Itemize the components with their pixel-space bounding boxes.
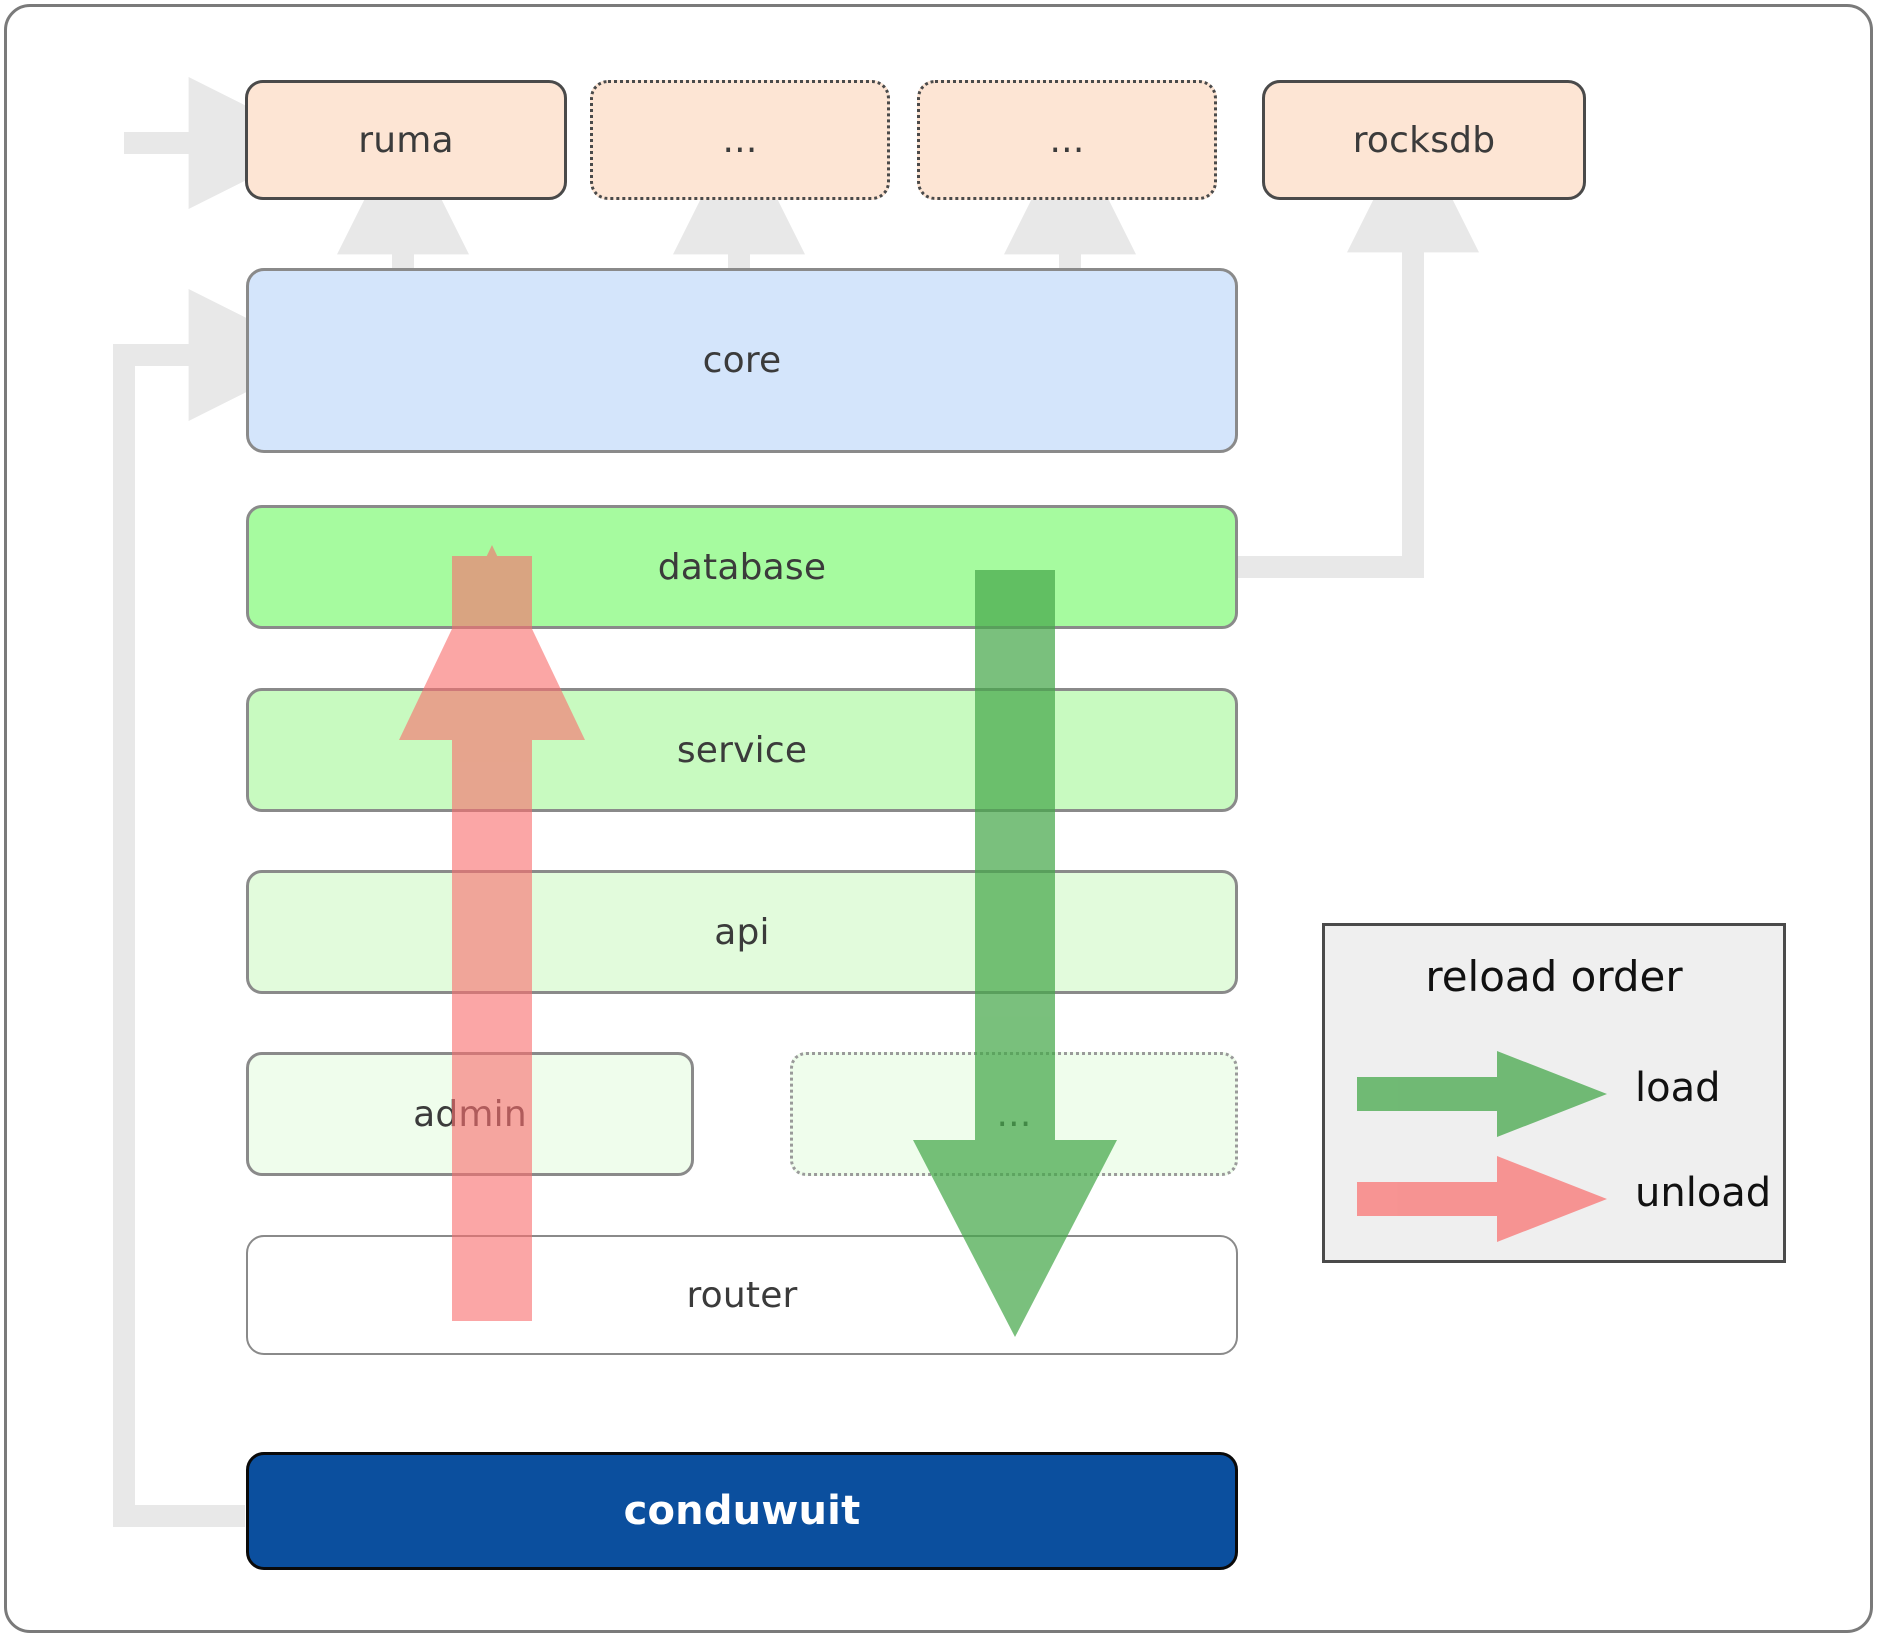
stack-label: admin bbox=[413, 1093, 527, 1135]
brand-box-conduwuit[interactable]: conduwuit bbox=[246, 1452, 1238, 1570]
stack-label: router bbox=[686, 1274, 798, 1316]
dependency-label: ruma bbox=[358, 119, 454, 161]
legend-panel: reload order load bbox=[1322, 923, 1786, 1263]
stack-label: ... bbox=[996, 1093, 1032, 1135]
dependency-box-ellipsis-2[interactable]: ... bbox=[917, 80, 1217, 200]
legend-row-unload: unload bbox=[1325, 1156, 1783, 1242]
stack-box-admin[interactable]: admin bbox=[246, 1052, 694, 1176]
stack-box-api[interactable]: api bbox=[246, 870, 1238, 994]
stack-box-router[interactable]: router bbox=[246, 1235, 1238, 1355]
legend-label-unload: unload bbox=[1635, 1170, 1772, 1216]
legend-unload-arrow bbox=[1357, 1156, 1617, 1242]
stack-box-core[interactable]: core bbox=[246, 268, 1238, 453]
dependency-label: rocksdb bbox=[1352, 119, 1496, 161]
diagram-frame bbox=[4, 4, 1873, 1633]
stack-label: database bbox=[657, 546, 827, 588]
stack-label: api bbox=[714, 911, 770, 953]
legend-label-load: load bbox=[1635, 1065, 1721, 1111]
dependency-label: ... bbox=[722, 119, 758, 161]
stack-box-crate-ellipsis[interactable]: ... bbox=[790, 1052, 1238, 1176]
dependency-box-rocksdb[interactable]: rocksdb bbox=[1262, 80, 1586, 200]
brand-label: conduwuit bbox=[623, 1488, 861, 1534]
stack-label: service bbox=[676, 729, 808, 771]
stack-label: core bbox=[702, 340, 782, 381]
legend-title: reload order bbox=[1425, 952, 1683, 1001]
stack-box-database[interactable]: database bbox=[246, 505, 1238, 629]
dependency-label: ... bbox=[1049, 119, 1085, 161]
legend-row-load: load bbox=[1325, 1051, 1783, 1137]
dependency-box-ruma[interactable]: ruma bbox=[245, 80, 567, 200]
dependency-box-ellipsis-1[interactable]: ... bbox=[590, 80, 890, 200]
legend-load-arrow bbox=[1357, 1051, 1617, 1137]
stack-box-service[interactable]: service bbox=[246, 688, 1238, 812]
